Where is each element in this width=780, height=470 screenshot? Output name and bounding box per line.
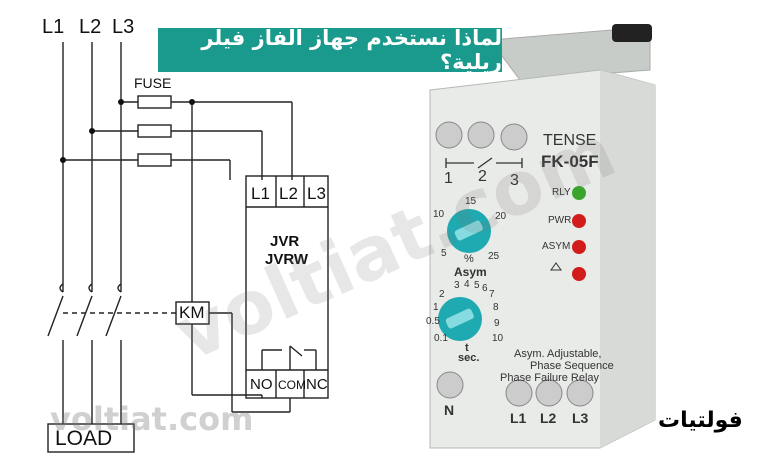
asym-unit: % — [464, 253, 474, 265]
time-scale-7: 7 — [489, 289, 495, 300]
brand-arabic: فولتيات — [658, 408, 743, 433]
asym-scale-15: 15 — [465, 196, 477, 207]
contact-nc: NC — [306, 376, 328, 393]
desc-line-1: Asym. Adjustable, — [514, 348, 602, 360]
time-scale-6: 6 — [482, 283, 488, 294]
fuse-label: FUSE — [134, 75, 172, 91]
phase-label-l1: L1 — [42, 16, 65, 38]
terminal-num-1: 1 — [444, 170, 453, 187]
time-scale-5: 5 — [474, 280, 480, 291]
time-label: sec. — [458, 352, 480, 364]
terminal-num-2: 2 — [478, 168, 487, 185]
desc-line-3: Phase Failure Relay — [500, 372, 600, 384]
time-scale-8: 8 — [493, 302, 499, 313]
terminal-l3: L3 — [572, 410, 589, 426]
time-scale-3: 3 — [454, 280, 460, 291]
relay-model-jvr: JVR — [270, 233, 300, 250]
time-scale-01: 0.1 — [434, 333, 448, 344]
desc-line-2: Phase Sequence — [530, 360, 614, 372]
relay-terminal-l2: L2 — [279, 184, 298, 203]
terminal-l1: L1 — [510, 410, 527, 426]
time-unit: t — [465, 342, 469, 354]
title-banner: لماذا نستخدم جهاز الفاز فيلر ريلية؟ — [158, 26, 502, 74]
terminal-num-3: 3 — [510, 172, 519, 189]
watermark-bottom: voltiat.com — [50, 400, 254, 438]
asym-scale-20: 20 — [495, 211, 507, 222]
device-model: FK-05F — [541, 152, 599, 171]
time-scale-10: 10 — [492, 333, 504, 344]
relay-model-jvrw: JVRW — [265, 251, 309, 268]
asym-label: Asym — [454, 265, 487, 279]
asym-scale-25: 25 — [488, 251, 500, 262]
time-scale-9: 9 — [494, 318, 500, 329]
led-pwr-label: PWR — [548, 215, 572, 226]
asym-scale-5: 5 — [441, 248, 447, 259]
time-scale-1: 1 — [433, 302, 439, 313]
asym-scale-10: 10 — [433, 209, 445, 220]
load-label: LOAD — [55, 427, 113, 450]
phase-label-l2: L2 — [79, 16, 102, 38]
phase-label-l3: L3 — [112, 16, 135, 38]
contact-no: NO — [250, 376, 273, 393]
contactor-km: KM — [179, 303, 205, 322]
led-asym-label: ASYM — [542, 241, 571, 252]
terminal-l2: L2 — [540, 410, 557, 426]
contact-com: COM — [278, 378, 306, 392]
relay-terminal-l1: L1 — [251, 184, 270, 203]
terminal-n: N — [444, 402, 455, 418]
time-scale-4: 4 — [464, 279, 470, 290]
time-scale-05: 0.5 — [426, 316, 440, 327]
relay-terminal-l3: L3 — [307, 184, 326, 203]
time-scale-2: 2 — [439, 289, 445, 300]
led-rly-label: RLY — [552, 187, 571, 198]
device-brand: TENSE — [543, 132, 597, 149]
